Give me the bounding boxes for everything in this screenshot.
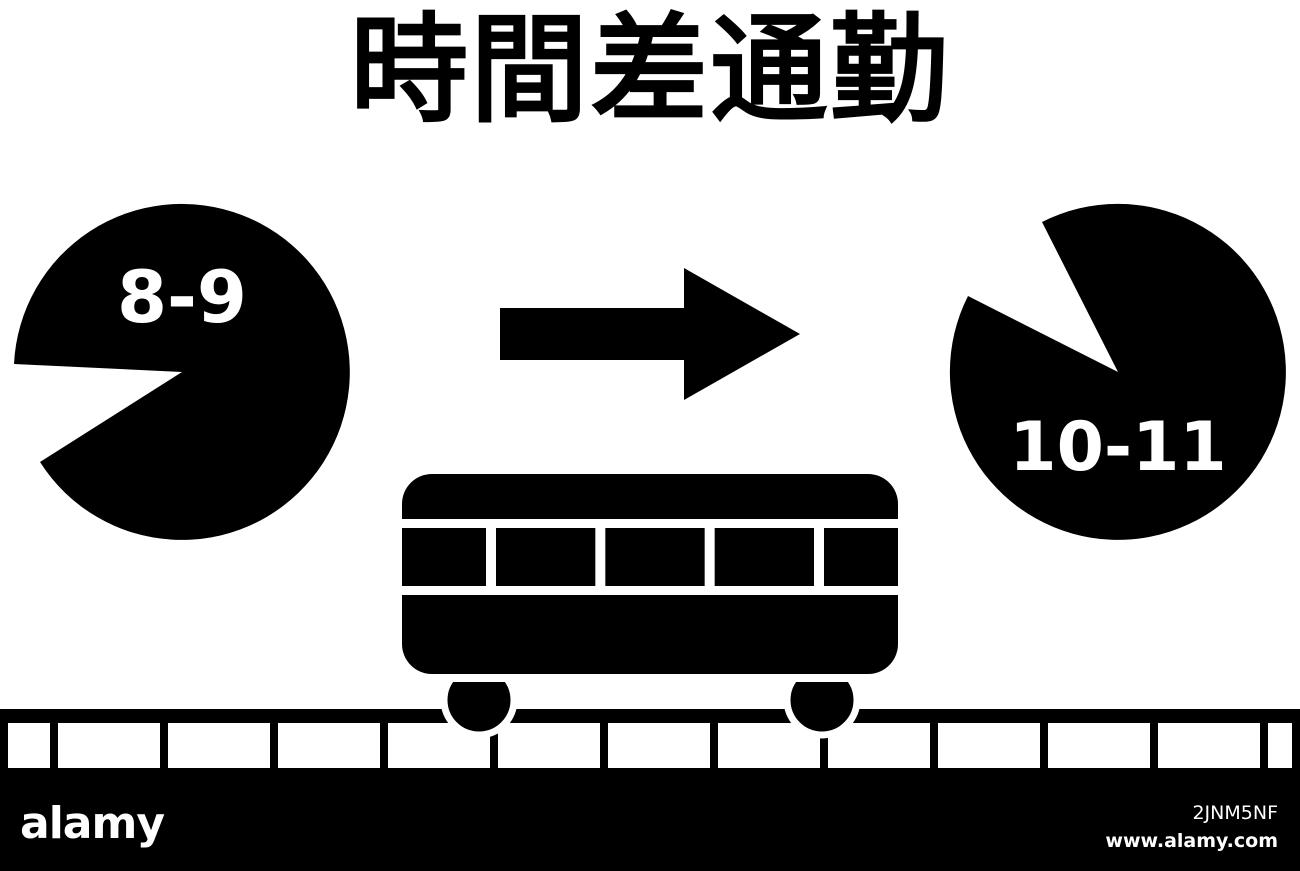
window-divider <box>595 528 606 586</box>
track-tie <box>50 709 58 782</box>
image-id: 2JNM5NF <box>1192 802 1278 824</box>
window-divider <box>486 528 496 586</box>
site-url: www.alamy.com <box>1105 830 1278 852</box>
clock-after-pie <box>949 203 1286 540</box>
track-tie <box>380 709 388 782</box>
track-tie <box>490 709 498 782</box>
railway-track-icon <box>0 709 1300 782</box>
clock-before-pie <box>14 203 350 540</box>
clock-after-icon: 10-11 <box>949 203 1286 540</box>
footer-bar: alamy 2JNM5NF www.alamy.com <box>0 782 1300 871</box>
track-tie <box>1292 709 1300 782</box>
track-tie <box>1150 709 1158 782</box>
track-tie <box>270 709 278 782</box>
clock-after-label: 10-11 <box>1009 408 1226 487</box>
track-tie <box>710 709 718 782</box>
window-divider <box>704 528 715 586</box>
track-tie <box>1260 709 1268 782</box>
clock-before-label: 8-9 <box>117 255 247 339</box>
track-tie <box>1040 709 1048 782</box>
track-tie <box>600 709 608 782</box>
track-tie <box>820 709 828 782</box>
brand-logo: alamy <box>20 798 165 849</box>
arrow-right-icon <box>500 268 800 400</box>
train-car-icon <box>402 474 898 739</box>
track-tie <box>160 709 168 782</box>
page-title: 時間差通勤 <box>349 1 950 139</box>
clock-before-icon: 8-9 <box>14 203 350 540</box>
track-tie <box>0 709 8 782</box>
track-tie <box>930 709 938 782</box>
window-divider <box>814 528 824 586</box>
